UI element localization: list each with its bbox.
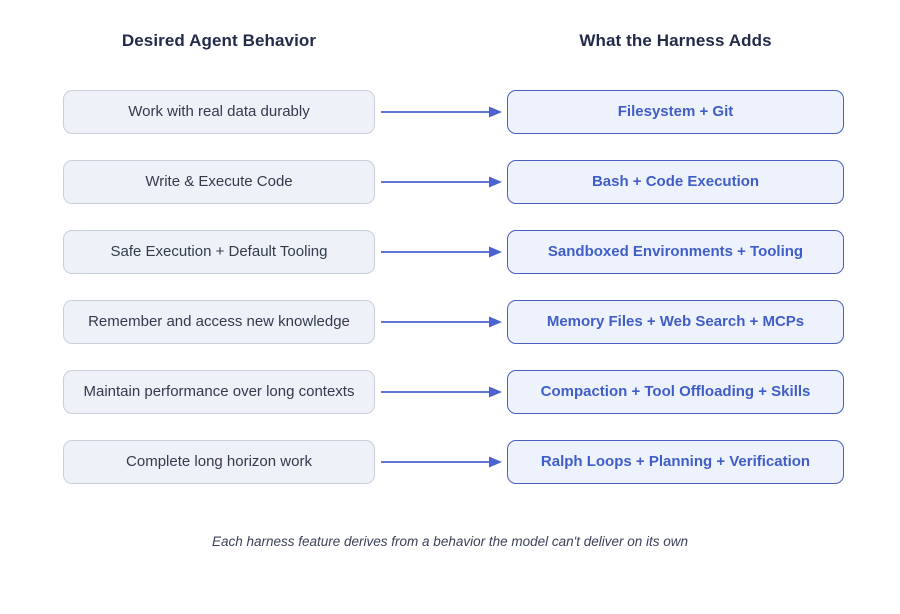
flow-row-3: Safe Execution + Default Tooling Sandbox…	[0, 230, 900, 274]
arrow-right-icon	[381, 456, 502, 468]
flow-row-1: Work with real data durably Filesystem +…	[0, 90, 900, 134]
harness-box: Bash + Code Execution	[507, 160, 844, 204]
arrow-right-icon	[381, 316, 502, 328]
behavior-box: Write & Execute Code	[63, 160, 375, 204]
flow-row-5: Maintain performance over long contexts …	[0, 370, 900, 414]
harness-box: Memory Files + Web Search + MCPs	[507, 300, 844, 344]
flow-arrow	[375, 90, 507, 134]
harness-box: Sandboxed Environments + Tooling	[507, 230, 844, 274]
harness-box: Filesystem + Git	[507, 90, 844, 134]
flow-row-4: Remember and access new knowledge Memory…	[0, 300, 900, 344]
flow-arrow	[375, 230, 507, 274]
harness-box: Ralph Loops + Planning + Verification	[507, 440, 844, 484]
arrow-right-icon	[381, 176, 502, 188]
behavior-box: Complete long horizon work	[63, 440, 375, 484]
left-column-header: Desired Agent Behavior	[121, 31, 317, 50]
column-headers: Desired Agent Behavior What the Harness …	[0, 30, 900, 52]
flow-arrow	[375, 300, 507, 344]
flow-arrow	[375, 160, 507, 204]
arrow-right-icon	[381, 246, 502, 258]
flow-row-6: Complete long horizon work Ralph Loops +…	[0, 440, 900, 484]
behavior-box: Safe Execution + Default Tooling	[63, 230, 375, 274]
harness-box: Compaction + Tool Offloading + Skills	[507, 370, 844, 414]
behavior-box: Maintain performance over long contexts	[63, 370, 375, 414]
flow-row-2: Write & Execute Code Bash + Code Executi…	[0, 160, 900, 204]
arrow-right-icon	[381, 386, 502, 398]
behavior-box: Remember and access new knowledge	[63, 300, 375, 344]
flow-arrow	[375, 440, 507, 484]
arrow-right-icon	[381, 106, 502, 118]
flow-rows: Work with real data durably Filesystem +…	[0, 90, 900, 484]
diagram-caption: Each harness feature derives from a beha…	[211, 534, 689, 549]
right-column-header: What the Harness Adds	[579, 31, 772, 50]
behavior-box: Work with real data durably	[63, 90, 375, 134]
flow-arrow	[375, 370, 507, 414]
